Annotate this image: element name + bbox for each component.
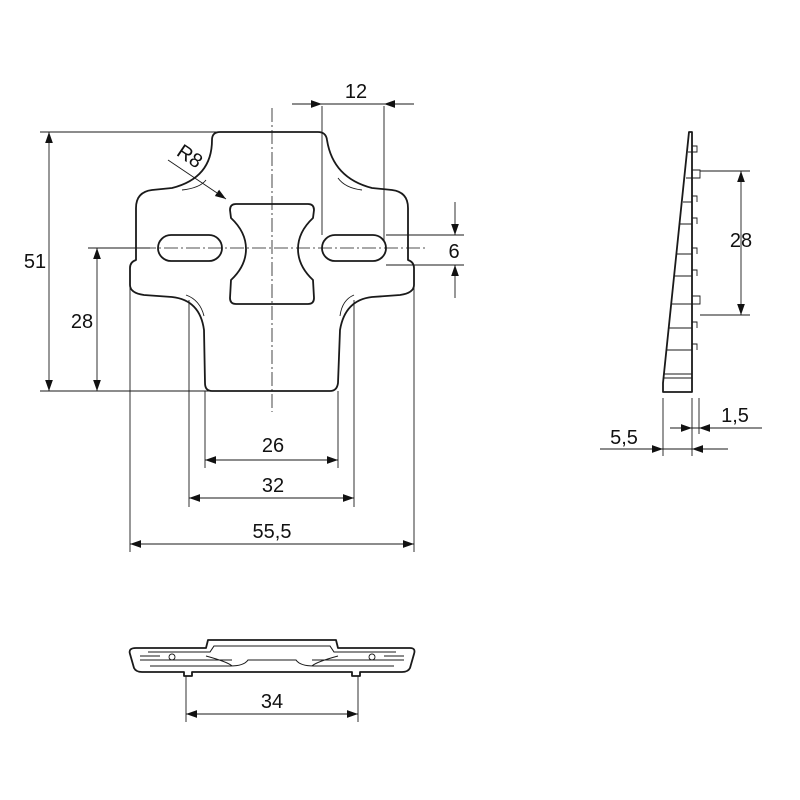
bottom-details — [140, 645, 404, 667]
dim-side-height: 28 — [730, 230, 752, 252]
corner-arc-bl — [185, 294, 205, 317]
wedge-teeth — [692, 145, 701, 350]
dim-radius: R8 — [173, 141, 207, 174]
bottom-view: 34 — [128, 639, 416, 722]
side-view — [662, 131, 701, 393]
bottom-outline — [128, 639, 416, 677]
dim-center-height: 28 — [71, 311, 93, 333]
corner-arc-tl — [181, 179, 207, 191]
slot-mark-right — [368, 653, 376, 661]
dim-height-total: 51 — [24, 251, 46, 273]
side-dimensions: 28 5,5 1,5 — [600, 170, 762, 456]
dim-width-bottom: 34 — [261, 691, 283, 713]
front-view — [120, 108, 425, 412]
dim-width-32: 32 — [262, 475, 284, 497]
dim-width-26: 26 — [262, 435, 284, 457]
wedge-outline — [662, 131, 693, 393]
corner-arc-tr — [337, 177, 363, 191]
dim-thickness-tip: 1,5 — [721, 405, 749, 427]
wedge-steps — [664, 151, 692, 379]
dim-thickness-base: 5,5 — [610, 427, 638, 449]
dim-slot-height: 6 — [448, 241, 459, 263]
dim-width-total: 55,5 — [253, 521, 292, 543]
slot-mark-left — [168, 653, 176, 661]
corner-arc-br — [339, 294, 355, 317]
dim-width-top: 12 — [345, 81, 367, 103]
